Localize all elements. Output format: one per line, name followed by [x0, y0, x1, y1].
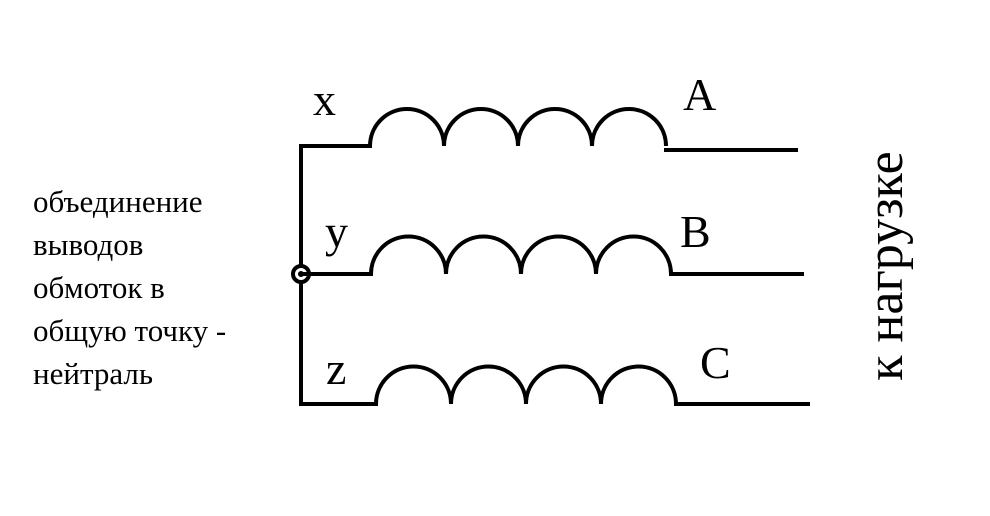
winding-c: z C [299, 337, 810, 406]
terminal-b-label: B [680, 206, 711, 257]
caption-line-1: объединение [33, 184, 203, 219]
caption-line-2: выводов [33, 227, 144, 262]
terminal-z-label: z [326, 343, 346, 394]
load-label: к нагрузке [857, 151, 914, 380]
winding-a-coil [368, 107, 668, 147]
caption-line-4: общую точку - [33, 313, 227, 348]
caption-line-3: обмоток в [33, 270, 165, 305]
winding-c-coil [374, 364, 678, 405]
winding-b-coil [369, 234, 673, 275]
terminal-x-label: x [313, 74, 336, 125]
terminal-y-label: y [325, 206, 348, 257]
winding-a: x A [299, 69, 798, 152]
winding-b: y B [299, 206, 804, 276]
terminal-c-label: C [700, 337, 731, 388]
neutral-caption: объединение выводов обмоток в общую точк… [33, 180, 293, 395]
caption-line-5: нейтраль [33, 356, 154, 391]
terminal-a-label: A [683, 69, 716, 120]
